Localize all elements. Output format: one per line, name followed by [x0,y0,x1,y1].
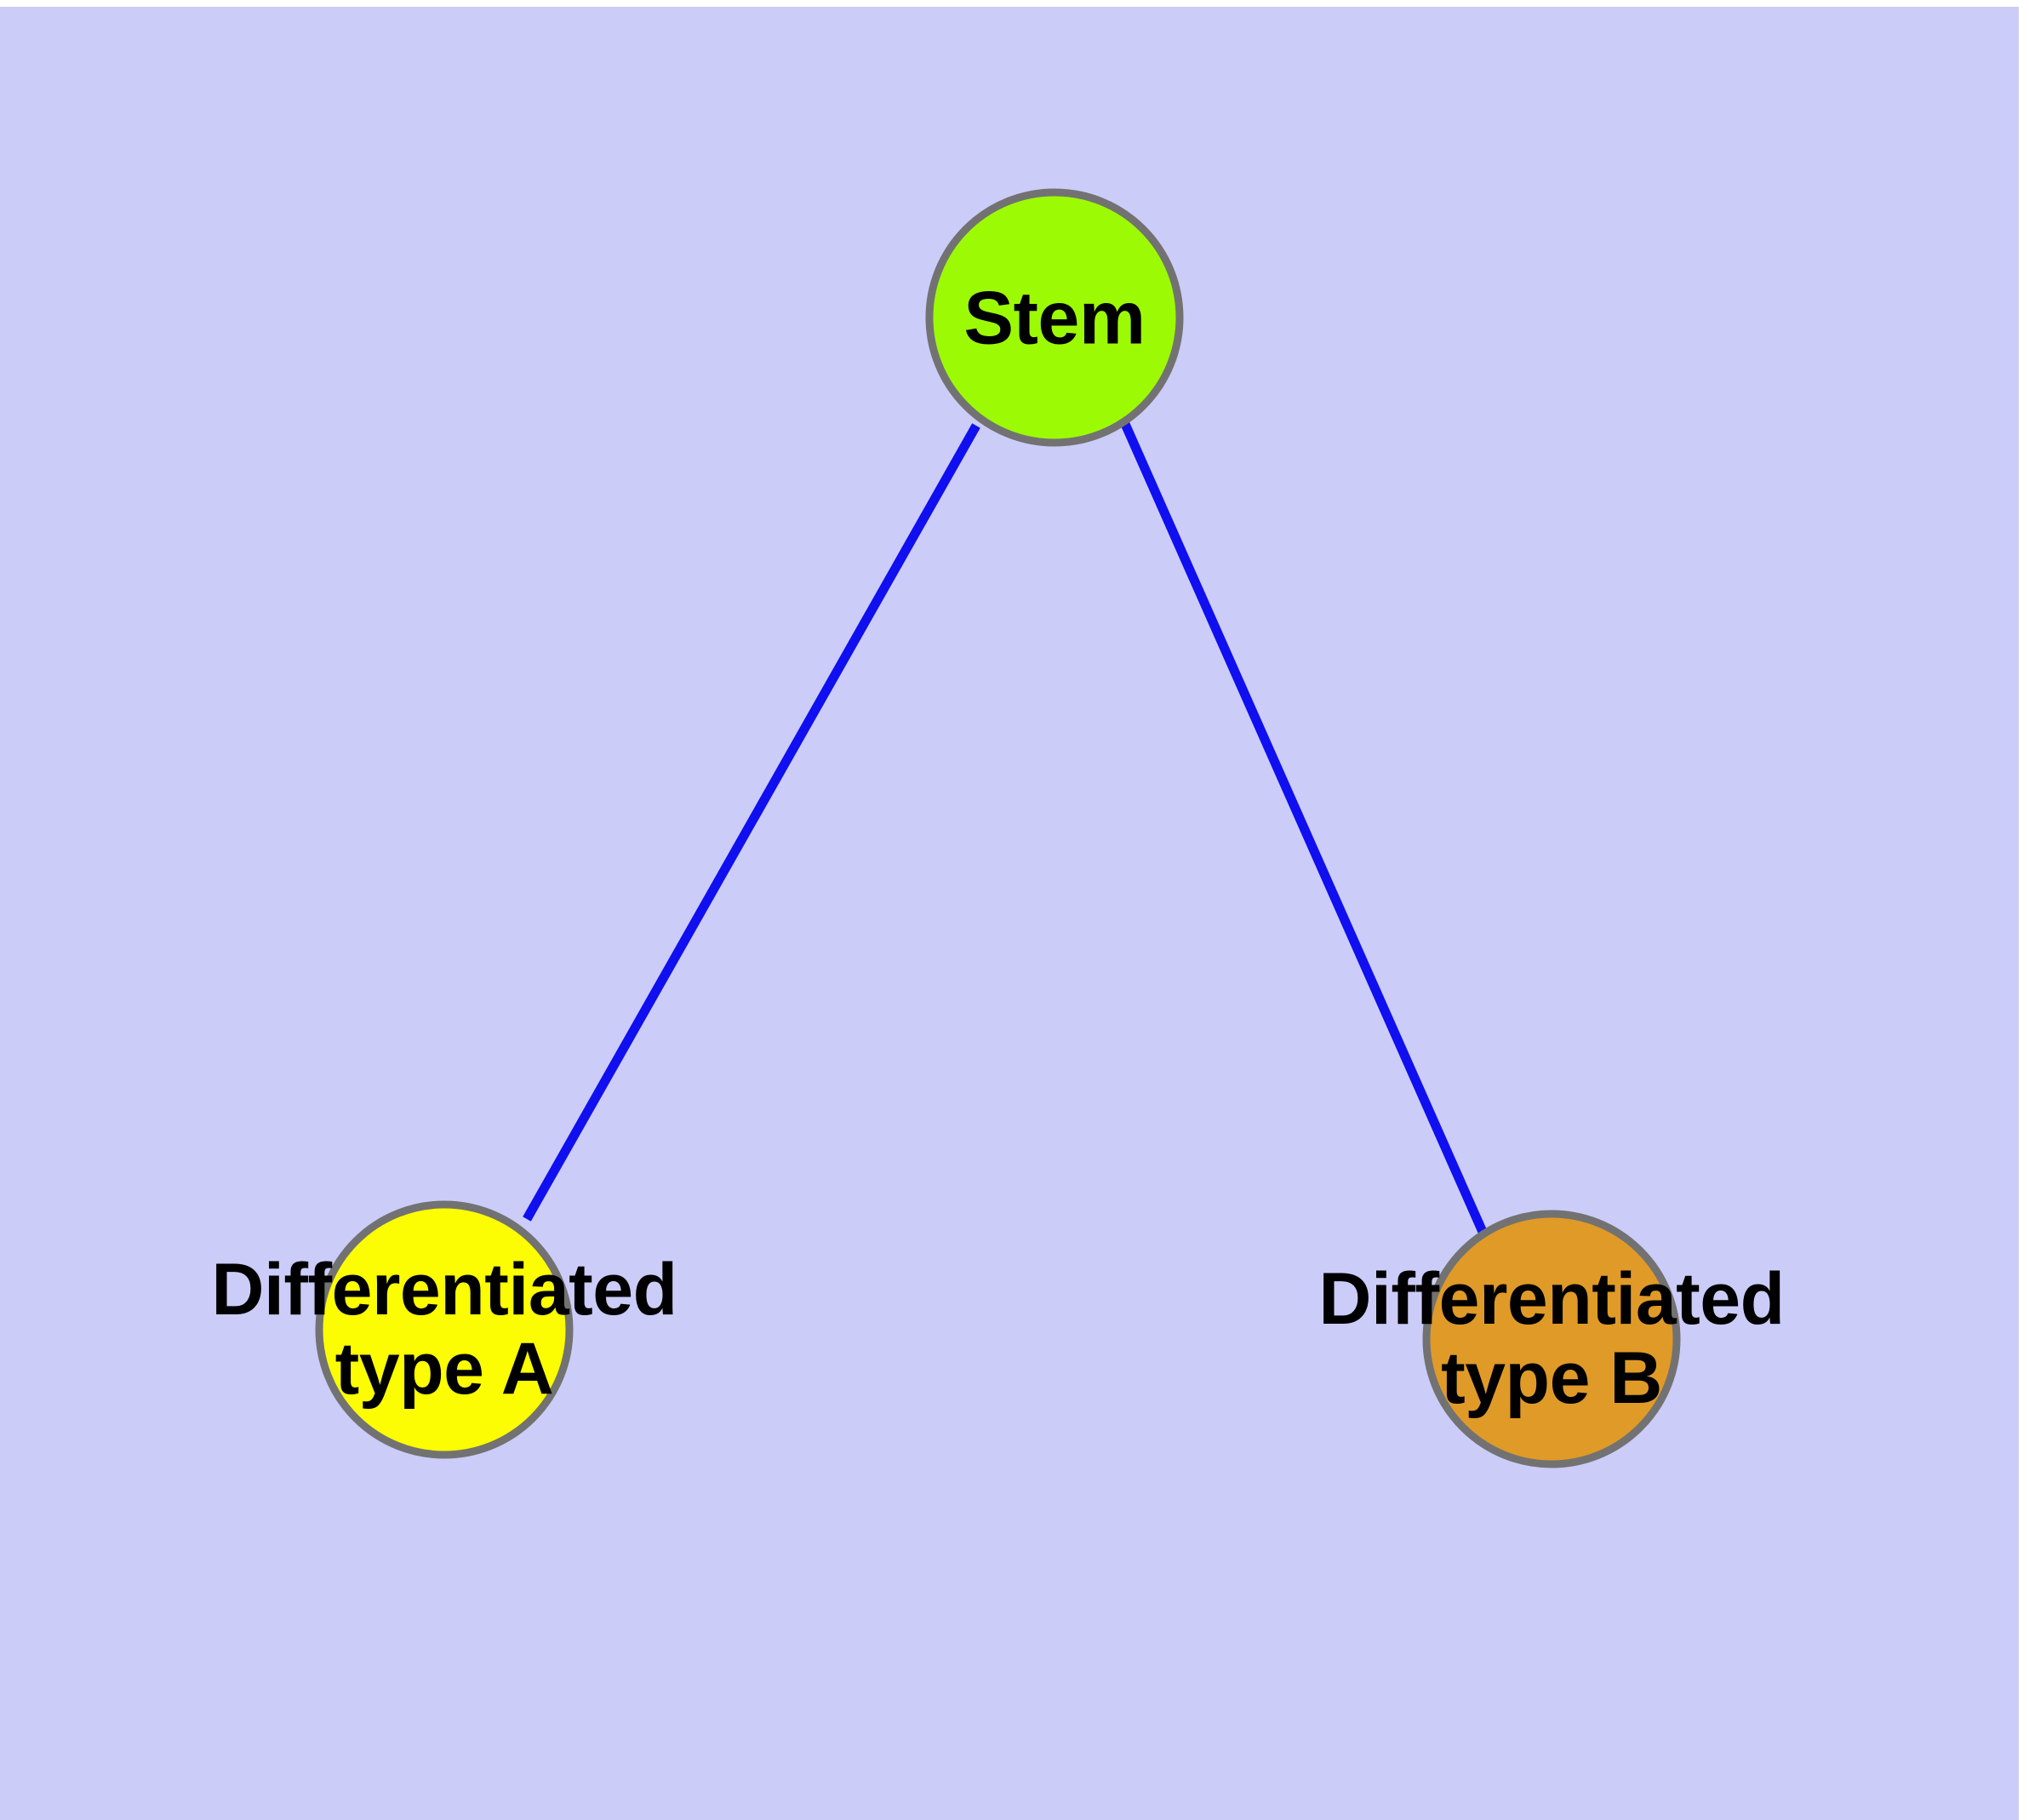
edge-stem-type-b [1120,421,1488,1234]
node-type_b[interactable] [1422,1210,1681,1468]
node-type_a[interactable] [315,1200,574,1459]
edges-layer [523,421,1488,1234]
node-stem[interactable] [925,188,1184,447]
nodes-layer [315,188,1681,1468]
edge-stem-type-a [523,423,980,1222]
